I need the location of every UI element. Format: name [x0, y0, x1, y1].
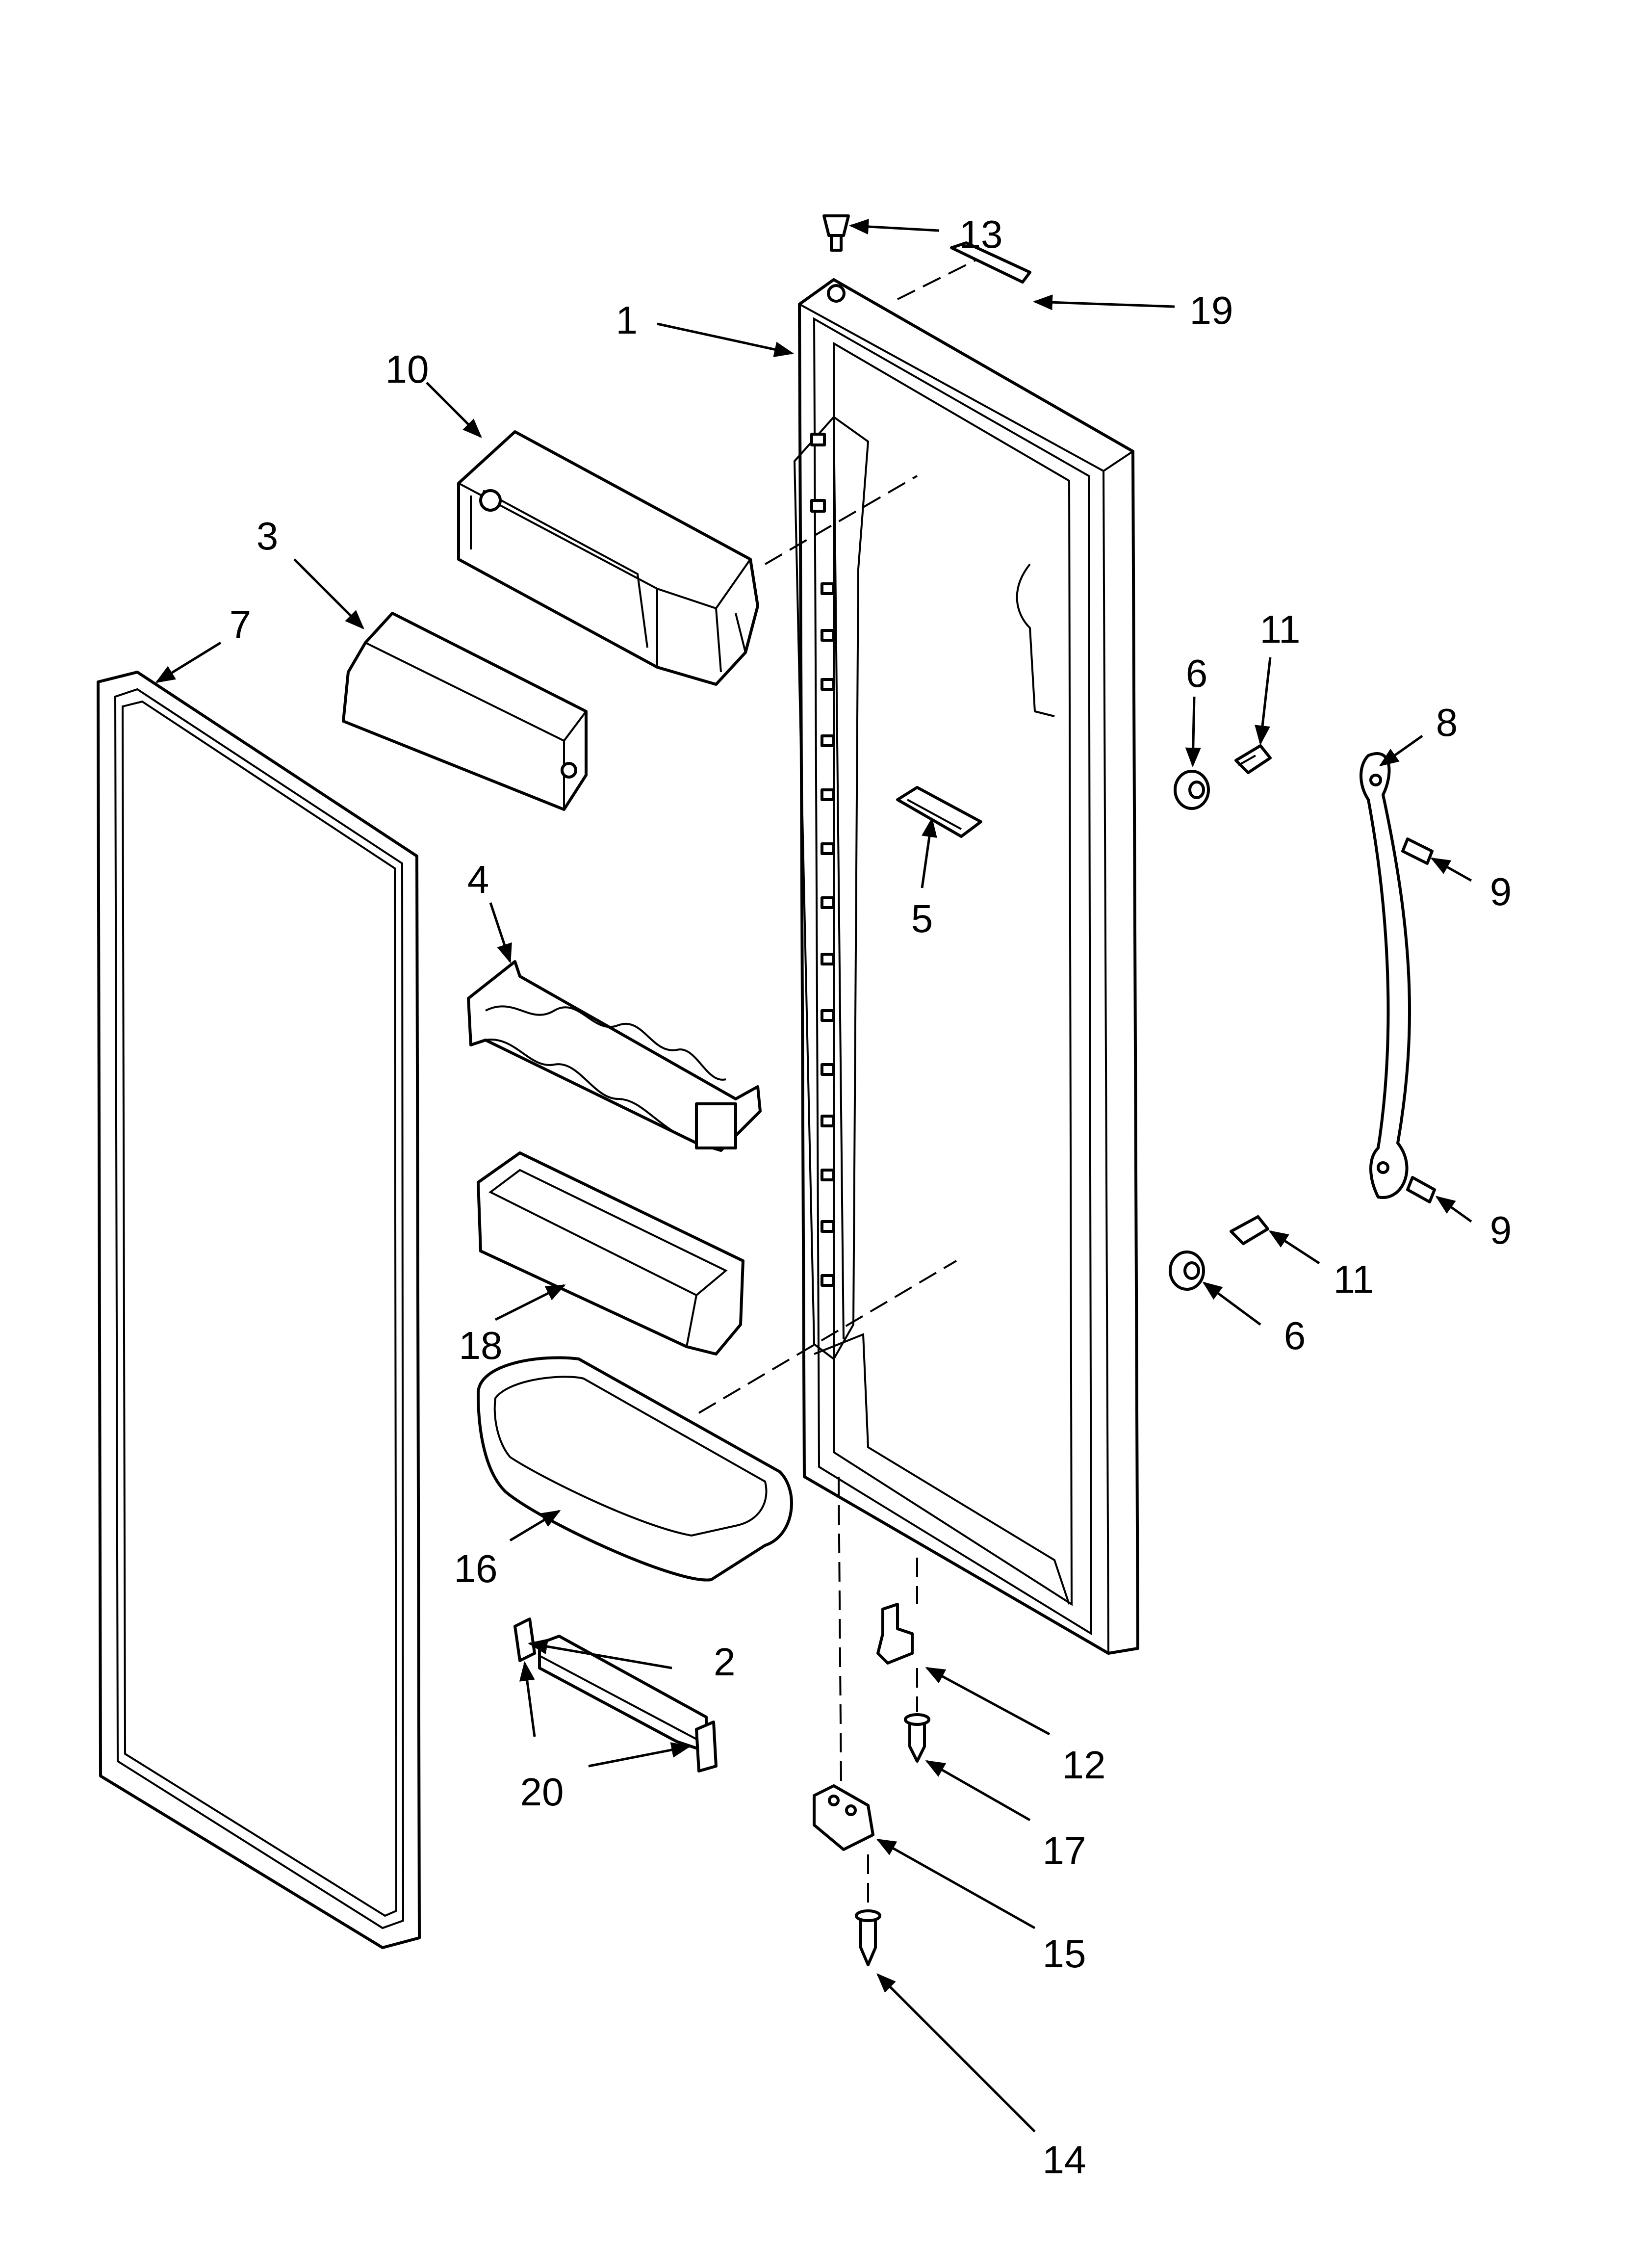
callout-6-upper: 6 [1186, 652, 1208, 695]
callout-15: 15 [1043, 1932, 1086, 1976]
hinge-screw-lower-part [855, 1909, 881, 1966]
callout-6-lower: 6 [1284, 1314, 1306, 1357]
callout-labels: 1 2 3 4 5 6 6 7 8 9 9 10 11 11 12 13 14 … [230, 212, 1512, 2182]
callout-17: 17 [1043, 1829, 1086, 1873]
handle-mount-upper-part [1174, 744, 1272, 810]
callout-14: 14 [1043, 2138, 1086, 2182]
callout-3: 3 [257, 514, 279, 558]
trim-strip-part [950, 241, 1031, 284]
callout-19: 19 [1190, 288, 1233, 332]
door-bar-part [513, 1617, 718, 1773]
dairy-compartment-part [457, 430, 759, 686]
callout-1: 1 [616, 298, 638, 342]
callout-10: 10 [385, 347, 429, 391]
callout-5: 5 [911, 897, 933, 940]
door-assembly-part [793, 278, 1139, 1655]
hinge-bushing-part [822, 214, 850, 252]
utility-bin-part [467, 960, 762, 1152]
hinge-screw-upper-part [904, 1713, 930, 1763]
dairy-door-part [342, 612, 588, 811]
leader-lines [155, 219, 1472, 2133]
callout-9-lower: 9 [1490, 1208, 1512, 1252]
door-handle-part [1360, 752, 1436, 1203]
bottom-hinge-part [813, 1784, 874, 1851]
callout-11-lower: 11 [1333, 1257, 1374, 1301]
callout-4: 4 [467, 858, 489, 901]
callout-12: 12 [1062, 1743, 1106, 1787]
callout-9-upper: 9 [1490, 870, 1512, 913]
door-bin-part [477, 1151, 744, 1356]
handle-mount-lower-part [1169, 1215, 1269, 1291]
bottom-hinge-pin-part [876, 1603, 914, 1665]
large-door-bin-part [477, 1356, 793, 1582]
callout-7: 7 [230, 602, 252, 646]
callout-20: 20 [520, 1770, 564, 1814]
assembly-lines [698, 259, 976, 1908]
callout-18: 18 [459, 1324, 503, 1367]
callout-16: 16 [454, 1547, 498, 1590]
callout-8: 8 [1436, 701, 1458, 744]
callout-11-upper: 11 [1259, 607, 1300, 651]
callout-13: 13 [959, 212, 1003, 256]
callout-2: 2 [714, 1640, 736, 1684]
door-gasket-part [97, 671, 421, 1949]
